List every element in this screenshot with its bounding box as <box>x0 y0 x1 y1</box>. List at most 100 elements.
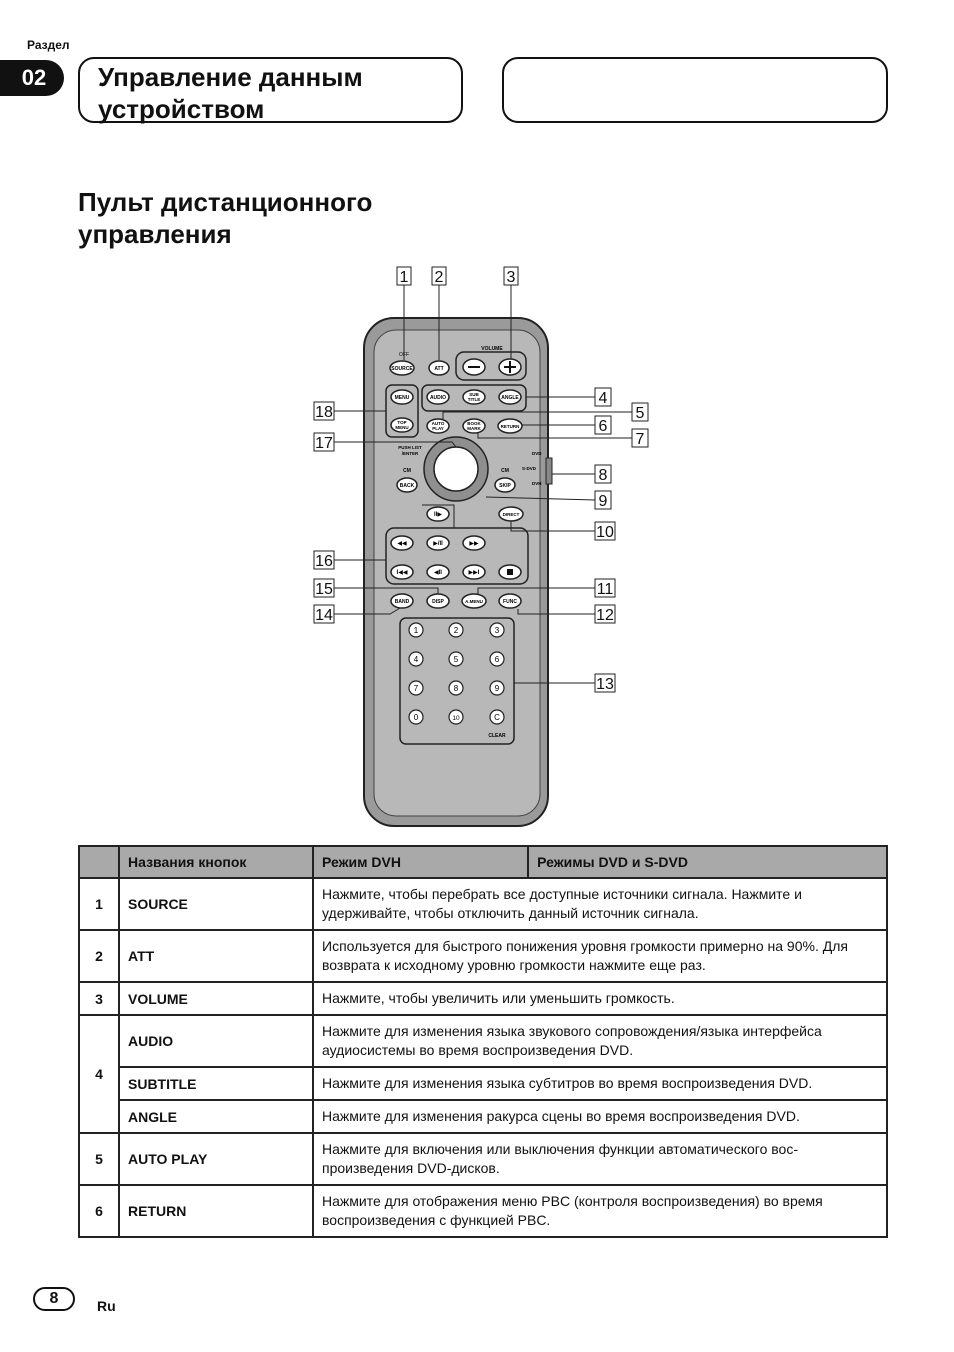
callout-5: 5 <box>636 405 645 422</box>
angle-button-label: ANGLE <box>501 395 519 401</box>
key-7-label: 7 <box>414 684 419 693</box>
blank-header-box <box>502 57 888 123</box>
key-9[interactable] <box>489 680 505 696</box>
key-8[interactable] <box>448 680 464 696</box>
band-button[interactable] <box>390 593 414 609</box>
stop-icon <box>507 569 513 575</box>
header-dvd-modes: Режимы DVD и S-DVD <box>527 845 888 879</box>
key-3-label: 3 <box>495 626 500 635</box>
row-description: Нажмите для изменения языка звукового со… <box>312 1014 888 1068</box>
menu-button[interactable] <box>390 389 414 405</box>
table-row: 4 AUDIO Нажмите для изменения языка звук… <box>78 1014 888 1134</box>
push-list-label-1: PUSH LIST <box>398 445 422 450</box>
top-menu-label-1: TOP <box>397 420 406 425</box>
row-description: Нажмите, чтобы увеличить или уменьшить г… <box>312 981 888 1016</box>
row-number: 5 <box>78 1132 120 1186</box>
row-description: Используется для быстрого понижения уров… <box>312 929 888 983</box>
key-10[interactable] <box>448 709 464 725</box>
table-row: ANGLE Нажмите для изменения ракурса сцен… <box>79 1099 888 1134</box>
key-0[interactable] <box>408 709 424 725</box>
callout-15: 15 <box>315 581 333 598</box>
section-title-line2: управления <box>78 219 232 249</box>
cm-left-label: CM <box>403 468 411 474</box>
auto-play-label-1: AUTO <box>432 421 445 426</box>
callout-10: 10 <box>596 524 614 541</box>
angle-button[interactable] <box>498 389 522 405</box>
switch-sdvd-label: S-DVD <box>522 466 537 471</box>
callout-2: 2 <box>435 269 444 286</box>
row-button-name: ATT <box>118 929 314 983</box>
direct-button-label: DIRECT <box>503 512 520 517</box>
key-2[interactable] <box>448 622 464 638</box>
play-pause-button[interactable] <box>426 535 450 551</box>
skip-button[interactable] <box>494 477 516 493</box>
switch-dvh-label: DVH <box>532 481 542 486</box>
next-button[interactable] <box>462 564 486 580</box>
func-button[interactable] <box>498 593 522 609</box>
joystick-button[interactable] <box>433 446 479 492</box>
key-4[interactable] <box>408 651 424 667</box>
key-1[interactable] <box>408 622 424 638</box>
a-menu-button[interactable] <box>461 593 487 609</box>
audio-group <box>421 384 527 412</box>
fast-forward-icon: ▶▶ <box>469 541 479 547</box>
att-button[interactable] <box>428 360 450 376</box>
table-row: 5 AUTO PLAY Нажмите для включения или вы… <box>78 1132 888 1186</box>
row-button-name: SOURCE <box>118 877 314 931</box>
remote-control-diagram: OFF SOURCE ATT VOLUME MENU TOP MENU AUDI… <box>313 266 649 827</box>
transport-group <box>385 527 529 585</box>
page-number: 8 <box>33 1287 75 1311</box>
subtitle-button[interactable] <box>462 389 486 405</box>
step-back-button[interactable] <box>426 564 450 580</box>
language-code: Ru <box>97 1298 116 1314</box>
auto-play-button[interactable] <box>426 418 450 434</box>
bookmark-label-2: MARK <box>467 426 481 431</box>
header-button-names: Названия кнопок <box>118 845 314 879</box>
previous-icon: I◀◀ <box>397 570 408 576</box>
back-button-label: BACK <box>400 483 415 489</box>
key-6[interactable] <box>489 651 505 667</box>
row-button-name: AUTO PLAY <box>118 1132 314 1186</box>
skip-button-label: SKIP <box>499 483 511 489</box>
chapter-title-line2: устройством <box>98 94 265 124</box>
key-3[interactable] <box>489 622 505 638</box>
clear-label: CLEAR <box>488 733 506 739</box>
row-button-name: ANGLE <box>118 1099 314 1134</box>
key-5[interactable] <box>448 651 464 667</box>
rewind-icon: ◀◀ <box>397 541 407 547</box>
table-row: 6 RETURN Нажмите для отображения меню PB… <box>78 1184 888 1238</box>
switch-dvd-label: DVD <box>532 451 542 456</box>
key-clear[interactable] <box>489 709 505 725</box>
menu-button-label: MENU <box>395 395 410 401</box>
fast-forward-button[interactable] <box>462 535 486 551</box>
row-number: 2 <box>78 929 120 983</box>
previous-button[interactable] <box>390 564 414 580</box>
disp-button-label: DISP <box>432 599 444 605</box>
bookmark-button[interactable] <box>462 418 486 434</box>
key-7[interactable] <box>408 680 424 696</box>
callout-4: 4 <box>599 390 608 407</box>
section-label: Раздел <box>27 38 70 52</box>
row-number: 6 <box>78 1184 120 1238</box>
back-button[interactable] <box>396 477 418 493</box>
mode-switch[interactable] <box>545 457 553 485</box>
rewind-button[interactable] <box>390 535 414 551</box>
func-button-label: FUNC <box>503 599 517 605</box>
top-menu-button[interactable] <box>390 417 414 433</box>
key-clear-label: C <box>494 713 500 722</box>
play-pause-icon: ▶/II <box>433 541 443 547</box>
source-button[interactable] <box>389 360 415 376</box>
callout-12: 12 <box>596 607 614 624</box>
row-number: 3 <box>78 981 120 1016</box>
key-4-label: 4 <box>414 655 419 664</box>
callout-9: 9 <box>599 493 608 510</box>
slow-play-icon: II▶ <box>434 512 442 518</box>
slow-play-button[interactable] <box>426 506 450 522</box>
audio-button[interactable] <box>426 389 450 405</box>
section-title: Пульт дистанционного управления <box>78 186 478 250</box>
chapter-title-line1: Управление данным <box>98 62 363 92</box>
callout-18: 18 <box>315 404 333 421</box>
row-description: Нажмите для изменения ракурса сцены во в… <box>312 1099 888 1134</box>
att-button-label: ATT <box>434 366 443 372</box>
return-button[interactable] <box>497 418 523 434</box>
